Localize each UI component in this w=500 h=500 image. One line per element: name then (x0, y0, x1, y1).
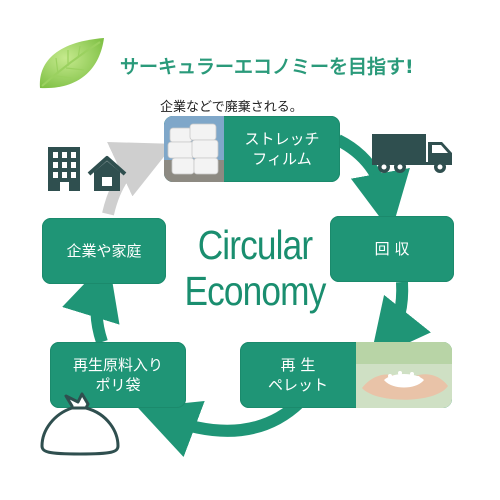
arrow-to-stretch-film (102, 142, 175, 216)
company-home-label: 企業や家庭 (66, 241, 142, 260)
recycled-bag-label: 再生原料入り ポリ袋 (72, 355, 163, 394)
center-title-line1: Circular (197, 222, 313, 268)
company-home-box: 企業や家庭 (42, 218, 166, 284)
collection-label: 回 収 (374, 239, 410, 258)
headline: サーキュラーエコノミーを目指す! (120, 56, 414, 78)
arrow-to-company-home (62, 258, 120, 344)
center-title: Circular Economy (182, 222, 328, 314)
subline: 企業などで廃棄される。 (160, 100, 303, 115)
arrow-to-recycled-bag (138, 397, 305, 458)
pellet-photo (356, 342, 452, 408)
center-title-line2: Economy (184, 268, 327, 314)
stretch-film-photo (164, 116, 224, 182)
collection-box: 回 収 (330, 216, 454, 282)
garbage-bag-icon (40, 392, 120, 456)
house-icon (87, 156, 127, 191)
stretch-film-label: ストレッチ フィルム (244, 129, 320, 168)
pellet-label: 再 生 ペレット (267, 355, 328, 394)
pellet-box: 再 生 ペレット (240, 342, 452, 408)
building-icon (48, 147, 80, 191)
arrow-to-pellet (370, 281, 431, 361)
recycled-bag-box: 再生原料入り ポリ袋 (50, 342, 186, 408)
arrow-to-collection (335, 134, 410, 233)
stretch-film-box: ストレッチ フィルム (164, 116, 340, 182)
truck-icon (372, 134, 452, 173)
leaf-icon (39, 38, 104, 89)
